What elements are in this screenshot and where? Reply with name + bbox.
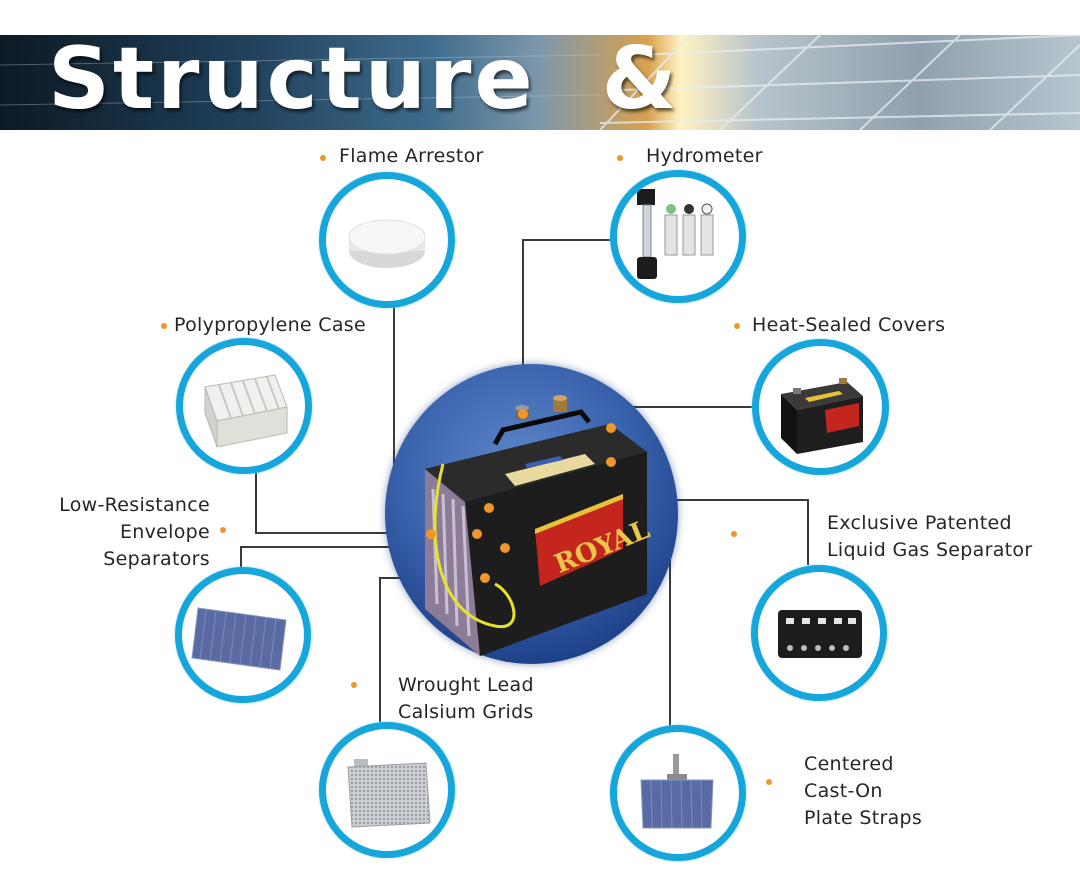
lead-grid-icon bbox=[347, 759, 431, 828]
bullet-flame-arrestor bbox=[320, 155, 326, 161]
bullet-plate-straps bbox=[766, 779, 772, 785]
label-straps-line2: Cast-On bbox=[804, 780, 883, 802]
bubble-hydrometer bbox=[610, 170, 746, 303]
label-straps-line3: Plate Straps bbox=[804, 807, 923, 829]
bullet-polypropylene-case bbox=[161, 323, 167, 329]
label-grids-line1: Wrought Lead bbox=[398, 674, 534, 696]
plate-strap-icon bbox=[640, 754, 714, 829]
label-grids-line2: Calsium Grids bbox=[398, 701, 534, 723]
bubble-plate-straps bbox=[610, 725, 746, 861]
label-separators-line1: Low-Resistance bbox=[59, 494, 210, 516]
label-hydrometer: Hydrometer bbox=[646, 145, 763, 167]
label-polypropylene-case: Polypropylene Case bbox=[174, 314, 366, 336]
label-gas-separator-line2: Liquid Gas Separator bbox=[827, 539, 1033, 561]
bullet-hydrometer bbox=[617, 155, 623, 161]
bubble-grids bbox=[319, 722, 455, 858]
label-straps-line1: Centered bbox=[804, 753, 894, 775]
label-separators-line3: Separators bbox=[103, 548, 210, 570]
bubble-flame-arrestor bbox=[319, 172, 455, 308]
header-banner: Structure & bbox=[0, 35, 1080, 130]
bubble-polypropylene-case bbox=[176, 338, 312, 474]
label-heat-sealed-covers: Heat-Sealed Covers bbox=[752, 314, 946, 336]
label-gas-separator-line1: Exclusive Patented bbox=[827, 512, 1012, 534]
bubble-heat-sealed-covers bbox=[752, 339, 889, 475]
battery-illustration: ROYAL bbox=[425, 395, 654, 656]
case-icon bbox=[204, 374, 288, 448]
bullet-gas-separator bbox=[731, 531, 737, 537]
label-separators-line2: Envelope bbox=[119, 521, 210, 543]
solar-panel-backdrop bbox=[0, 35, 1080, 130]
flame-arrestor-icon bbox=[348, 219, 426, 268]
separator-icon bbox=[191, 607, 287, 671]
label-flame-arrestor: Flame Arrestor bbox=[339, 145, 484, 167]
bubble-gas-separator bbox=[751, 565, 887, 701]
bubble-separators bbox=[175, 567, 311, 703]
hydrometer-icon bbox=[637, 189, 714, 279]
bullet-grids bbox=[351, 682, 357, 688]
battery-cover-icon bbox=[781, 378, 863, 454]
bullet-separators bbox=[220, 527, 226, 533]
page-title: Structure & bbox=[48, 35, 680, 129]
gas-separator-icon bbox=[778, 610, 862, 658]
bullet-heat-sealed-covers bbox=[734, 323, 740, 329]
